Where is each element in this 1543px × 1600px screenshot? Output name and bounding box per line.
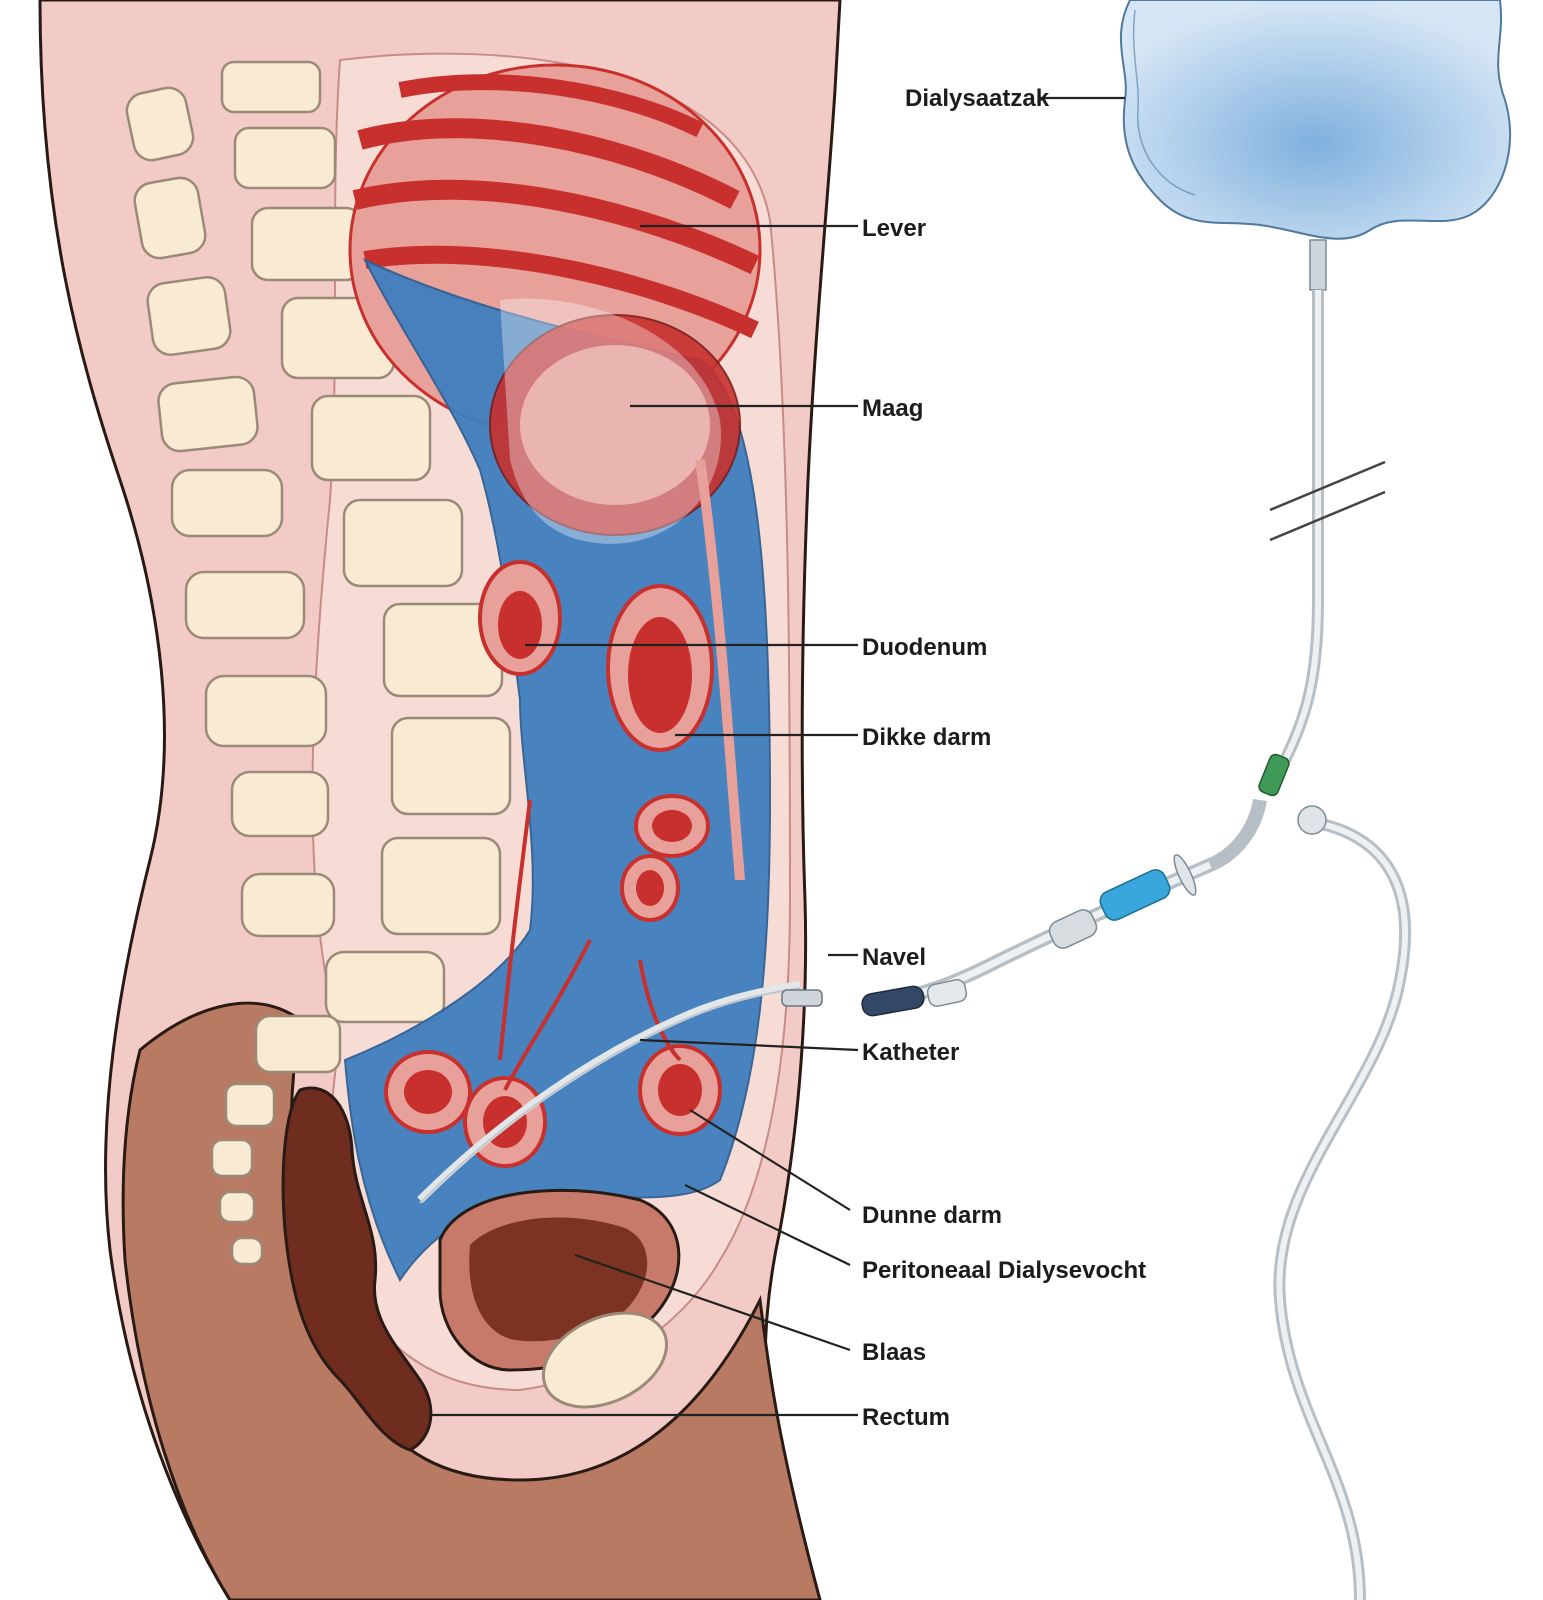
catheter-internal (417, 981, 801, 1203)
label-rectum: Rectum (862, 1404, 950, 1431)
exit-site-connector (781, 989, 823, 1007)
stomach (489, 298, 741, 544)
gray-connector (1048, 909, 1098, 949)
label-katheter: Katheter (862, 1039, 959, 1066)
navy-connector (861, 985, 925, 1017)
label-blaas: Blaas (862, 1339, 926, 1366)
tube-break-marks (1269, 460, 1386, 542)
vertebra (218, 1190, 256, 1224)
white-connector (926, 979, 968, 1007)
spinous-processes (125, 86, 336, 938)
vertebra (230, 1236, 264, 1266)
green-clamp (1258, 753, 1290, 797)
label-dialysaatzak: Dialysaatzak (905, 85, 1050, 112)
label-duodenum: Duodenum (862, 634, 987, 661)
bag-outlet (1309, 239, 1327, 291)
vertebra (224, 1082, 276, 1128)
dialysate-bag (1119, 0, 1512, 240)
label-peritoneaal-dialysevocht: Peritoneaal Dialysevocht (862, 1257, 1146, 1284)
vertebra (233, 126, 337, 190)
vertebra (390, 716, 512, 816)
rectum (281, 1086, 433, 1452)
blue-connector (1099, 869, 1171, 921)
label-dikke-darm: Dikke darm (862, 724, 991, 751)
vertebra (324, 950, 446, 1024)
vertebra (342, 498, 464, 588)
label-maag: Maag (862, 395, 923, 422)
vertebra (380, 836, 502, 936)
label-dunne-darm: Dunne darm (862, 1202, 1002, 1229)
disk-connector (1173, 854, 1197, 896)
leader-lines (430, 96, 1125, 1417)
vertebra (254, 1014, 342, 1074)
outflow-tube (1273, 814, 1412, 1600)
spine (210, 60, 512, 1266)
vertebra (310, 394, 432, 482)
label-lever: Lever (862, 215, 926, 242)
drain-port (1297, 805, 1327, 835)
vertebra (250, 206, 364, 282)
label-navel: Navel (862, 944, 926, 971)
vertebra (220, 60, 322, 114)
y-junction (1207, 798, 1267, 872)
duodenum (478, 560, 562, 676)
pubic-bone (541, 1311, 669, 1409)
vertebra (210, 1138, 254, 1178)
